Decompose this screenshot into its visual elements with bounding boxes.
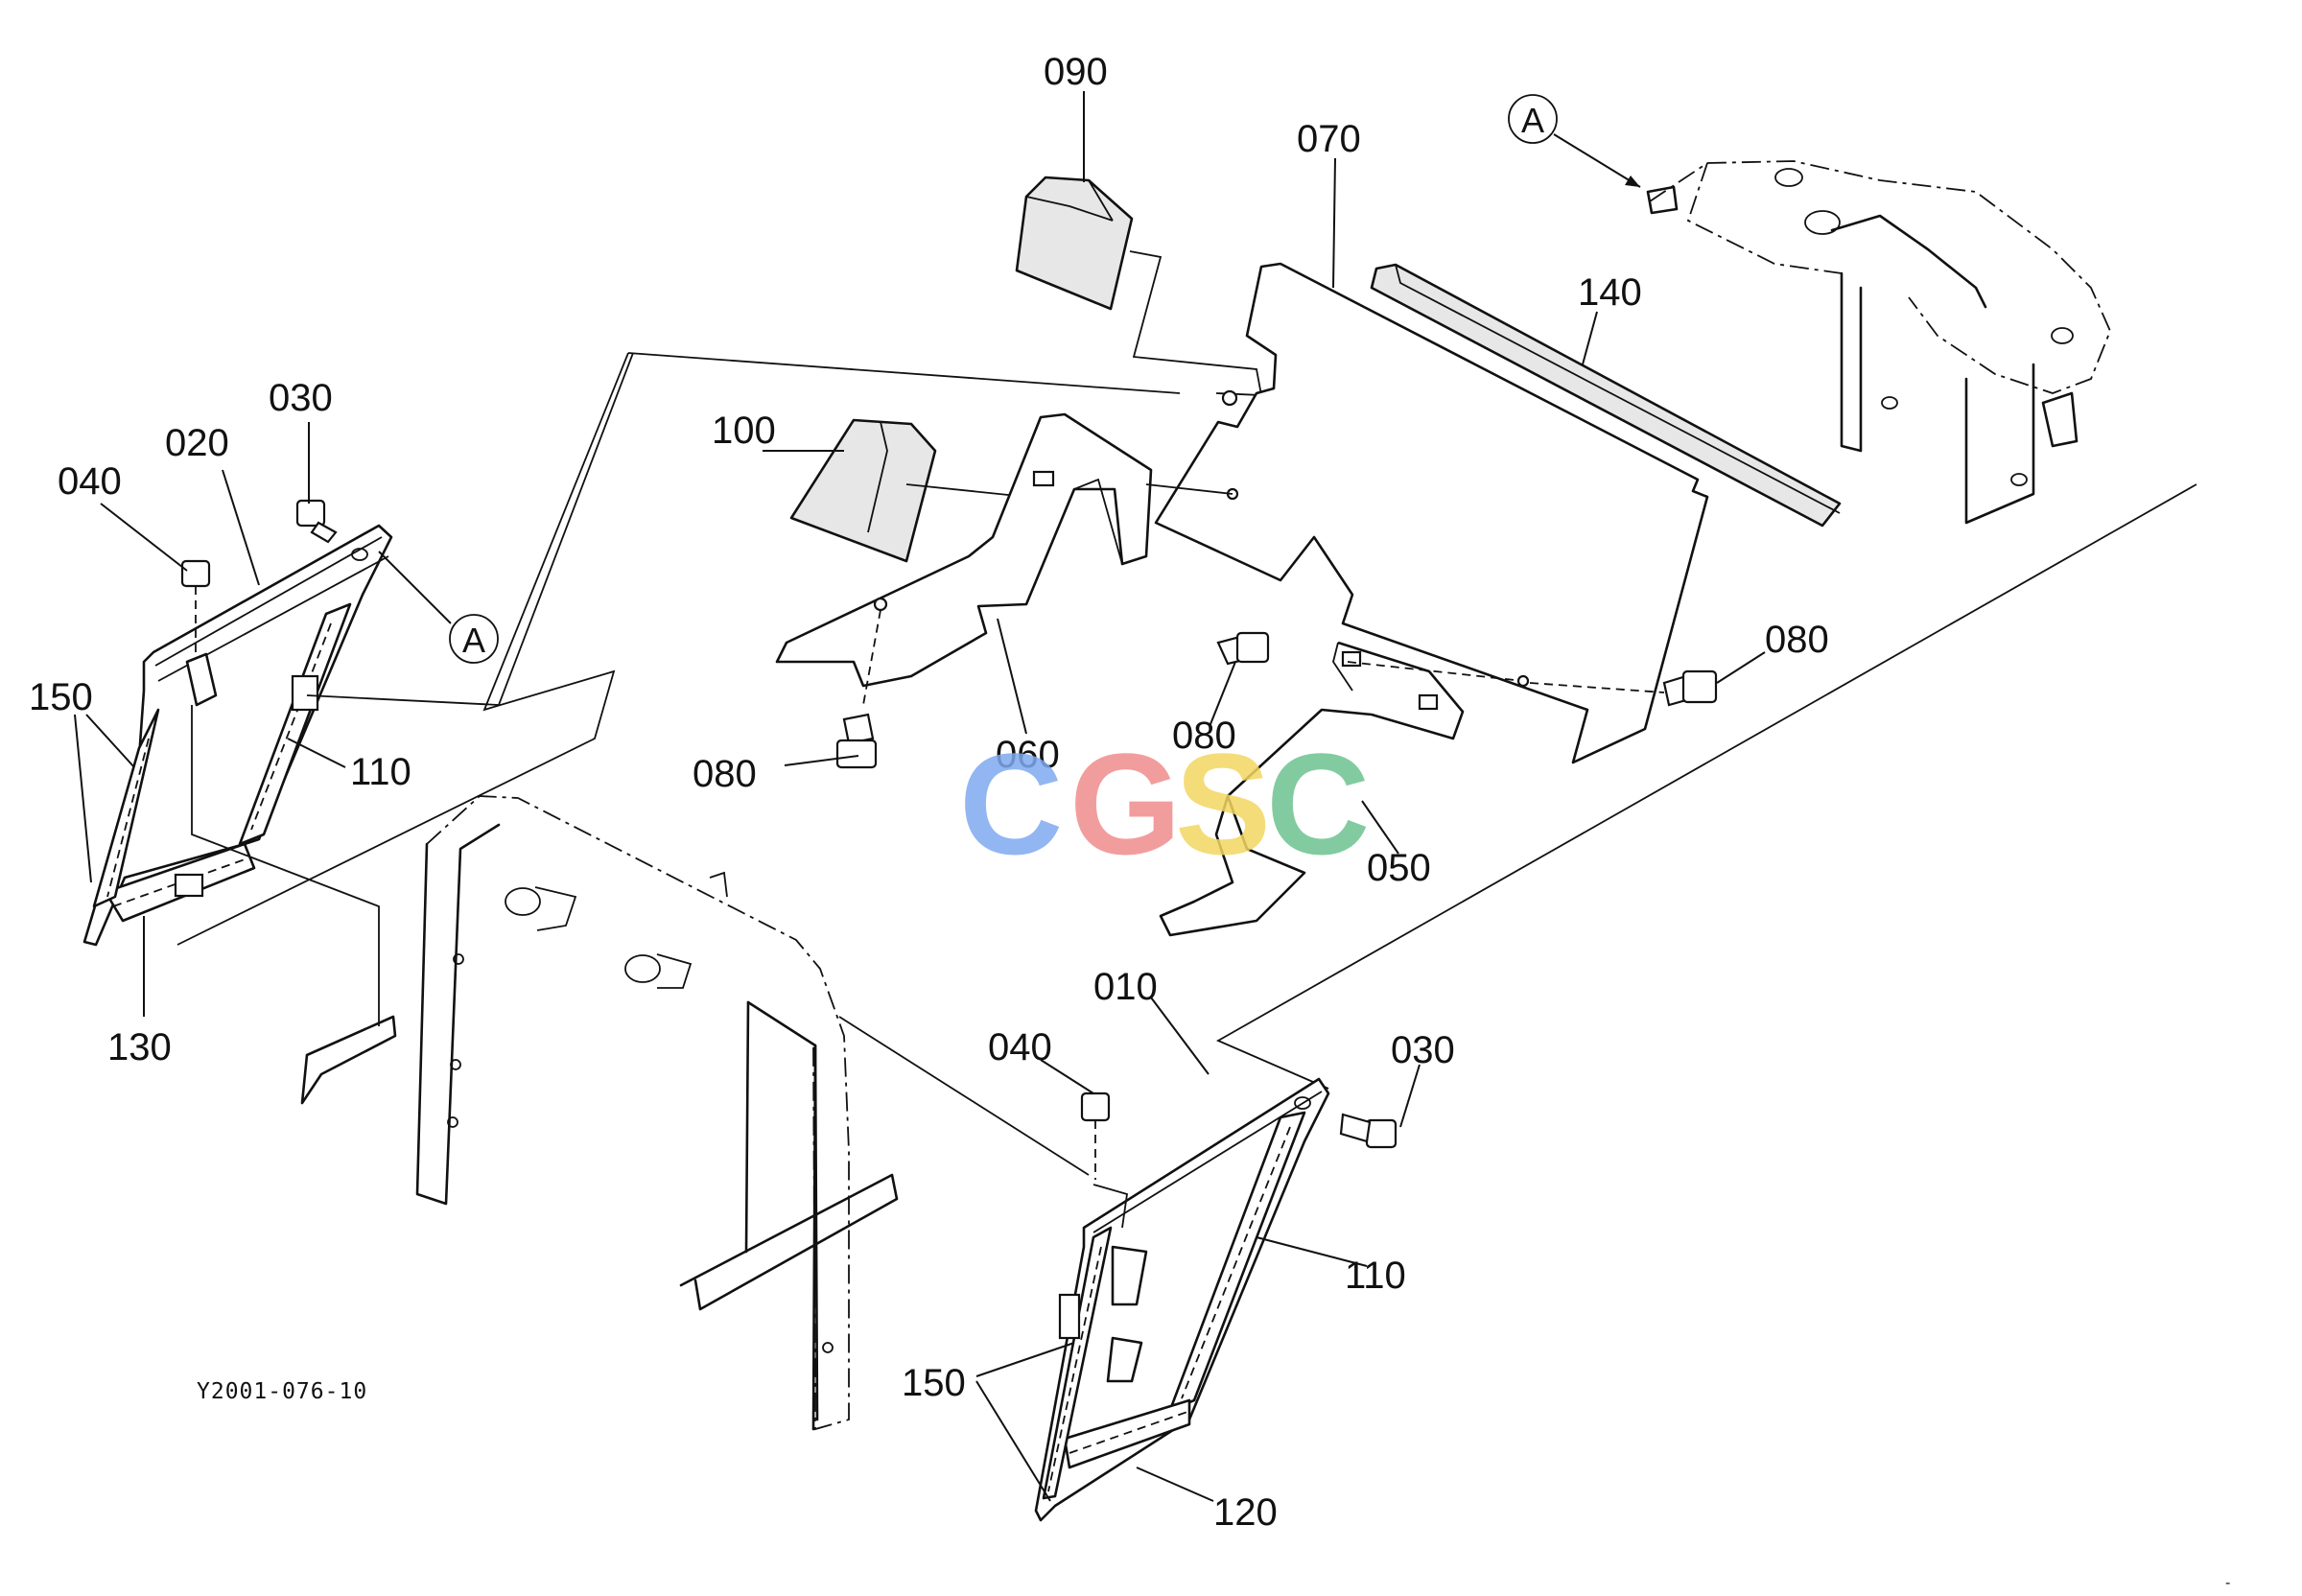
assembly-phantom-outline bbox=[176, 352, 2197, 1090]
callout-150-left: 150 bbox=[29, 676, 93, 718]
callout-080-mid: 080 bbox=[1172, 715, 1236, 757]
callout-040-right: 040 bbox=[988, 1026, 1052, 1068]
callout-140: 140 bbox=[1578, 271, 1642, 314]
callout-150-right: 150 bbox=[902, 1362, 966, 1404]
left-panel-bolts bbox=[180, 499, 338, 652]
right-panel-bolts bbox=[1080, 1091, 1398, 1180]
corner-mark: - bbox=[2225, 1575, 2230, 1591]
part-090-foam-block bbox=[1015, 176, 1263, 396]
callout-040-left: 040 bbox=[58, 460, 122, 503]
part-060-middle-plate bbox=[775, 412, 1233, 688]
reference-a-top: A bbox=[1508, 94, 1641, 188]
callout-110-right: 110 bbox=[1345, 1255, 1406, 1297]
part-100-foam-wedge bbox=[789, 418, 1046, 563]
callout-080-right: 080 bbox=[1765, 619, 1829, 661]
part-080-bolts bbox=[835, 609, 1718, 769]
callout-090: 090 bbox=[1044, 51, 1108, 93]
leader-lines bbox=[74, 91, 1766, 1502]
callout-120: 120 bbox=[1213, 1491, 1278, 1534]
callout-030-left: 030 bbox=[269, 377, 333, 419]
callout-080-left: 080 bbox=[693, 753, 757, 795]
drawing-id: Y2001-076-10 bbox=[197, 1379, 367, 1404]
reference-a-top-label: A bbox=[1521, 101, 1544, 140]
part-140-foam-strip bbox=[1370, 263, 1842, 528]
callout-130: 130 bbox=[107, 1026, 172, 1068]
reference-a-left: A bbox=[378, 551, 499, 664]
callout-020: 020 bbox=[165, 422, 229, 464]
watermark-letter-c2: C bbox=[1266, 723, 1370, 884]
callout-060: 060 bbox=[996, 734, 1060, 776]
callout-030-right: 030 bbox=[1391, 1029, 1455, 1071]
callout-050: 050 bbox=[1367, 847, 1431, 889]
callout-labels: 090 070 140 100 030 020 040 150 110 130 … bbox=[29, 51, 1829, 1534]
cgsc-watermark: C G S C bbox=[959, 723, 1370, 884]
watermark-letter-s: S bbox=[1175, 723, 1271, 884]
part-020-left-side-panel bbox=[82, 352, 634, 1026]
upper-frame-bracket bbox=[1646, 160, 2111, 525]
callout-070: 070 bbox=[1297, 118, 1361, 160]
part-050-bracket bbox=[1159, 641, 1524, 937]
callout-110-left: 110 bbox=[350, 751, 411, 793]
part-010-right-side-panel bbox=[1034, 1077, 1330, 1522]
reference-a-left-label: A bbox=[462, 621, 485, 660]
lower-frame bbox=[300, 795, 1090, 1431]
callout-100: 100 bbox=[712, 410, 776, 452]
callout-010: 010 bbox=[1093, 966, 1158, 1008]
watermark-letter-c1: C bbox=[959, 723, 1063, 884]
watermark-letter-g: G bbox=[1069, 723, 1182, 884]
